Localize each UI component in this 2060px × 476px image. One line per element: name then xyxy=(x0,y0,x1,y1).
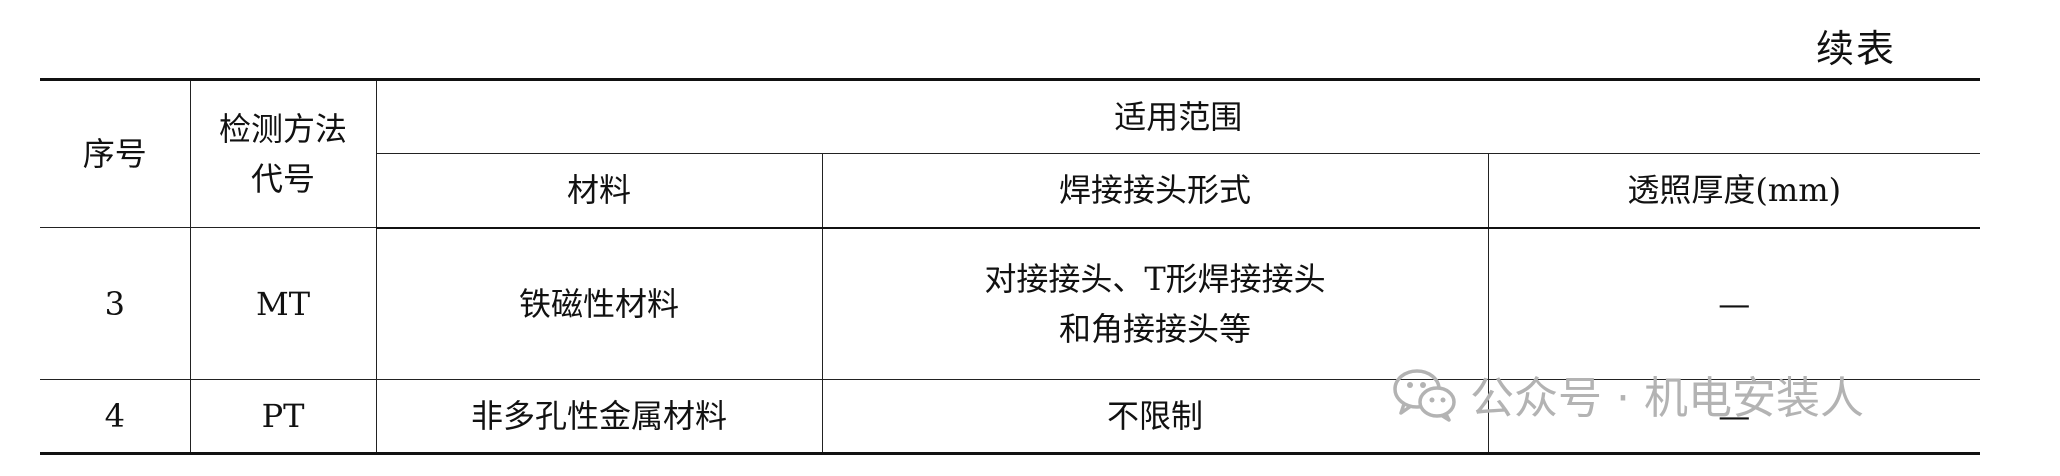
cell-code: MT xyxy=(189,227,377,380)
cell-joint-form: 对接接头、T形焊接接头 和角接接头等 xyxy=(821,227,1489,380)
cell-thickness: — xyxy=(1487,379,1981,454)
header-joint-form: 焊接接头形式 xyxy=(821,153,1489,229)
cell-index: 3 xyxy=(40,227,191,380)
cell-joint-form-line2: 和角接接头等 xyxy=(1058,309,1251,348)
header-material: 材料 xyxy=(376,153,823,229)
cell-material: 铁磁性材料 xyxy=(375,227,823,380)
header-row-top: 序号 检测方法 代号 适用范围 xyxy=(40,79,1981,228)
cell-thickness: — xyxy=(1487,227,1981,380)
cell-material: 非多孔性金属材料 xyxy=(375,379,823,454)
table-row: 4 PT 非多孔性金属材料 不限制 — xyxy=(40,379,1981,454)
header-row-sub: 材料 焊接接头形式 透照厚度(mm) xyxy=(40,153,1981,229)
header-scope: 适用范围 xyxy=(375,79,1981,154)
header-thickness: 透照厚度(mm) xyxy=(1487,153,1981,229)
header-method-code: 检测方法 代号 xyxy=(189,79,377,228)
inspection-method-table: 序号 检测方法 代号 适用范围 材料 焊接接头形式 透照厚度(mm) 3 MT … xyxy=(40,78,1981,455)
header-index: 序号 xyxy=(40,79,191,228)
table-row: 3 MT 铁磁性材料 对接接头、T形焊接接头 和角接接头等 — xyxy=(40,227,1981,380)
cell-joint-form-line1: 不限制 xyxy=(1106,397,1203,435)
continued-table-caption: 续表 xyxy=(1815,27,1896,71)
cell-joint-form: 不限制 xyxy=(821,379,1489,454)
header-method-code-line1: 检测方法 xyxy=(218,110,347,148)
cell-index: 4 xyxy=(40,379,191,454)
header-method-code-line2: 代号 xyxy=(250,160,315,198)
cell-code: PT xyxy=(189,379,377,454)
cell-joint-form-line1: 对接接头、T形焊接接头 xyxy=(984,259,1326,298)
